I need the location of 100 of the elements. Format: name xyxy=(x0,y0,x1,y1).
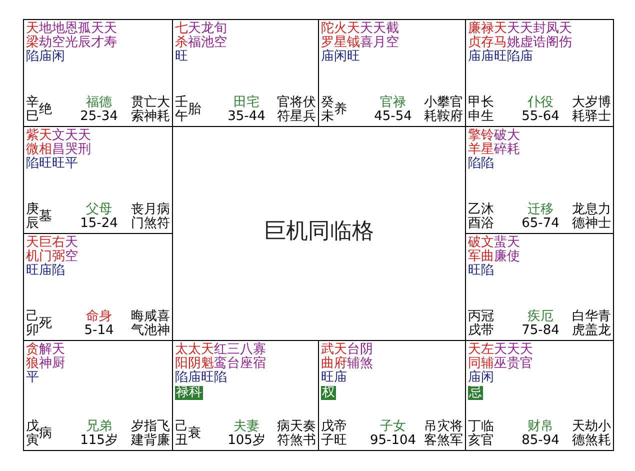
branch-char: 未 xyxy=(321,110,334,124)
stem-char: 癸 xyxy=(321,96,334,110)
palace-name: 疾厄 xyxy=(526,310,554,324)
stage-label: 胎 xyxy=(188,103,201,117)
brightness-row: 旺庙陷 xyxy=(26,264,65,278)
branch-char: 子 xyxy=(321,434,334,448)
deity-row: 病天奏 xyxy=(277,420,316,434)
branch-char: 辰 xyxy=(26,217,39,231)
stage-label: 墓 xyxy=(39,210,52,224)
star-row: 同辅巫贵官 xyxy=(468,357,533,371)
star-row: 狼神厨 xyxy=(26,357,65,371)
deity-row: 官将伏 xyxy=(277,96,316,110)
star-row: 阳阴魁鸾台座宿 xyxy=(175,357,266,371)
stage-label: 临官 xyxy=(481,420,494,448)
deity-row: 白华青 xyxy=(572,310,611,324)
deity-row: 虎盖龙 xyxy=(572,324,611,338)
age-range: 5-14 xyxy=(83,324,115,338)
brightness-row: 庙闲旺 xyxy=(321,50,360,64)
deity-row: 天劫小 xyxy=(572,420,611,434)
brightness-row: 旺陷 xyxy=(468,264,494,278)
deity-row: 吊灾将 xyxy=(424,420,463,434)
stage-label: 病 xyxy=(39,427,52,441)
branch-char: 午 xyxy=(175,110,188,124)
deity-row: 龙息力 xyxy=(572,203,611,217)
star-row: 梁劫空光辰才寿 xyxy=(26,36,117,50)
branch-char: 卯 xyxy=(26,324,39,338)
deity-row: 大岁博 xyxy=(572,96,611,110)
star-row: 廉禄天天天封凤天 xyxy=(468,22,572,36)
age-range: 55-64 xyxy=(520,110,560,124)
brightness-row: 庙庙旺陷庙 xyxy=(468,50,533,64)
branch-char: 申 xyxy=(468,110,481,124)
deity-row: 晦咸喜 xyxy=(131,310,170,324)
star-row: 武天台阴 xyxy=(321,343,373,357)
transform-badge: 忌 xyxy=(468,386,483,400)
star-row: 曲府辅煞 xyxy=(321,357,373,371)
brightness-row: 陷庙旺陷 xyxy=(175,371,227,385)
palace-name: 财帛 xyxy=(526,420,554,434)
age-range: 105岁 xyxy=(226,434,266,448)
deity-row: 符星兵 xyxy=(277,110,316,124)
age-range: 15-24 xyxy=(79,217,119,231)
deity-row: 符煞书 xyxy=(277,434,316,448)
stem-char: 丁 xyxy=(468,420,481,434)
age-range: 65-74 xyxy=(520,217,560,231)
stem-char: 庚 xyxy=(26,203,39,217)
deity-row: 贯亡大 xyxy=(131,96,170,110)
stage-label: 衰 xyxy=(188,427,201,441)
deity-row: 德神士 xyxy=(572,217,611,231)
star-row: 天巨右天 xyxy=(26,236,78,250)
palace-name: 父母 xyxy=(85,203,113,217)
deity-row: 耗驿士 xyxy=(572,110,611,124)
age-range: 35-44 xyxy=(226,110,266,124)
age-range: 75-84 xyxy=(520,324,560,338)
star-row: 天左天天天 xyxy=(468,343,533,357)
deity-row: 索神耗 xyxy=(131,110,170,124)
star-row: 太太天红三八寡 xyxy=(175,343,266,357)
stem-char: 戊 xyxy=(321,420,334,434)
deity-row: 耗鞍府 xyxy=(424,110,463,124)
palace-name: 仆役 xyxy=(526,96,554,110)
palace-name: 子女 xyxy=(379,420,407,434)
palace-cell xyxy=(23,340,173,451)
palace-cell xyxy=(318,340,466,451)
age-range: 85-94 xyxy=(520,434,560,448)
brightness-row: 旺庙 xyxy=(321,371,347,385)
star-row: 陀火天天天截 xyxy=(321,22,399,36)
star-row: 微相昌哭刑 xyxy=(26,143,91,157)
branch-char: 丑 xyxy=(175,434,188,448)
palace-name: 官禄 xyxy=(379,96,407,110)
deity-row: 气池神 xyxy=(131,324,170,338)
palace-cell xyxy=(465,233,614,341)
age-range: 115岁 xyxy=(79,434,119,448)
branch-char: 酉 xyxy=(468,217,481,231)
star-row: 贪解天 xyxy=(26,343,65,357)
branch-char: 亥 xyxy=(468,434,481,448)
stem-char: 甲 xyxy=(468,96,481,110)
brightness-row: 陷庙闲 xyxy=(26,50,65,64)
palace-cell xyxy=(465,340,614,451)
stem-char: 己 xyxy=(175,420,188,434)
stage-label: 沐浴 xyxy=(481,203,494,231)
brightness-row: 旺 xyxy=(175,50,188,64)
age-range: 25-34 xyxy=(79,110,119,124)
transform-badge: 禄科 xyxy=(175,386,203,400)
stem-char: 壬 xyxy=(175,96,188,110)
stem-char: 丙 xyxy=(468,310,481,324)
palace-cell xyxy=(172,340,319,451)
star-row: 七天龙旬 xyxy=(175,22,227,36)
age-range: 45-54 xyxy=(373,110,413,124)
stage-label: 冠带 xyxy=(481,310,494,338)
brightness-row: 平 xyxy=(26,371,39,385)
stage-label: 绝 xyxy=(39,103,52,117)
deity-row: 德煞耗 xyxy=(572,434,611,448)
brightness-row: 陷旺旺平 xyxy=(26,157,78,171)
stage-label: 死 xyxy=(39,317,52,331)
star-row: 紫天文天天 xyxy=(26,129,91,143)
deity-row: 岁指飞 xyxy=(131,420,170,434)
stem-char: 己 xyxy=(26,310,39,324)
star-row: 杀福池空 xyxy=(175,36,227,50)
deity-row: 建背廉 xyxy=(131,434,170,448)
star-row: 破文蜚天 xyxy=(468,236,520,250)
star-row: 机门弼空 xyxy=(26,250,78,264)
palace-name: 兄弟 xyxy=(85,420,112,434)
